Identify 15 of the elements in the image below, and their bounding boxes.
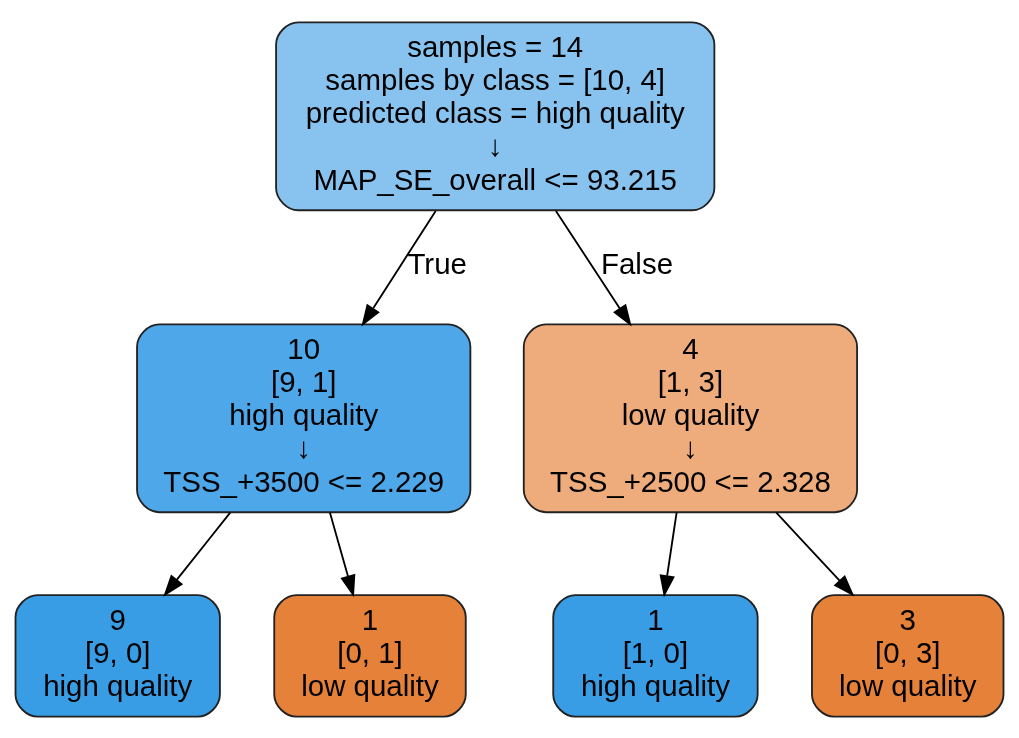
arrow (163, 511, 232, 597)
node-box: 4 [1, 3] low quality ↓ TSS_+2500 <= 2.328 (522, 322, 858, 513)
arrow (361, 209, 437, 327)
node-box: 10 [9, 1] high quality ↓ TSS_+3500 <= 2.229 (136, 322, 472, 513)
node-box: 9 [9, 0] high quality (14, 593, 221, 718)
arrow (775, 511, 855, 597)
edge-label: True (407, 246, 467, 280)
arrow (555, 209, 632, 327)
node-box: samples = 14 samples by class = [10, 4] predicted class = high quality ↓ MAP_SE_overall <= 93.215 (275, 20, 716, 211)
node-box: 1 [0, 1] low quality (273, 593, 467, 718)
node-box: 1 [1, 0] high quality (552, 593, 759, 718)
arrow (659, 511, 678, 597)
edge-label: False (601, 246, 674, 280)
node-box: 3 [0, 3] low quality (811, 593, 1005, 718)
arrow (329, 511, 356, 597)
